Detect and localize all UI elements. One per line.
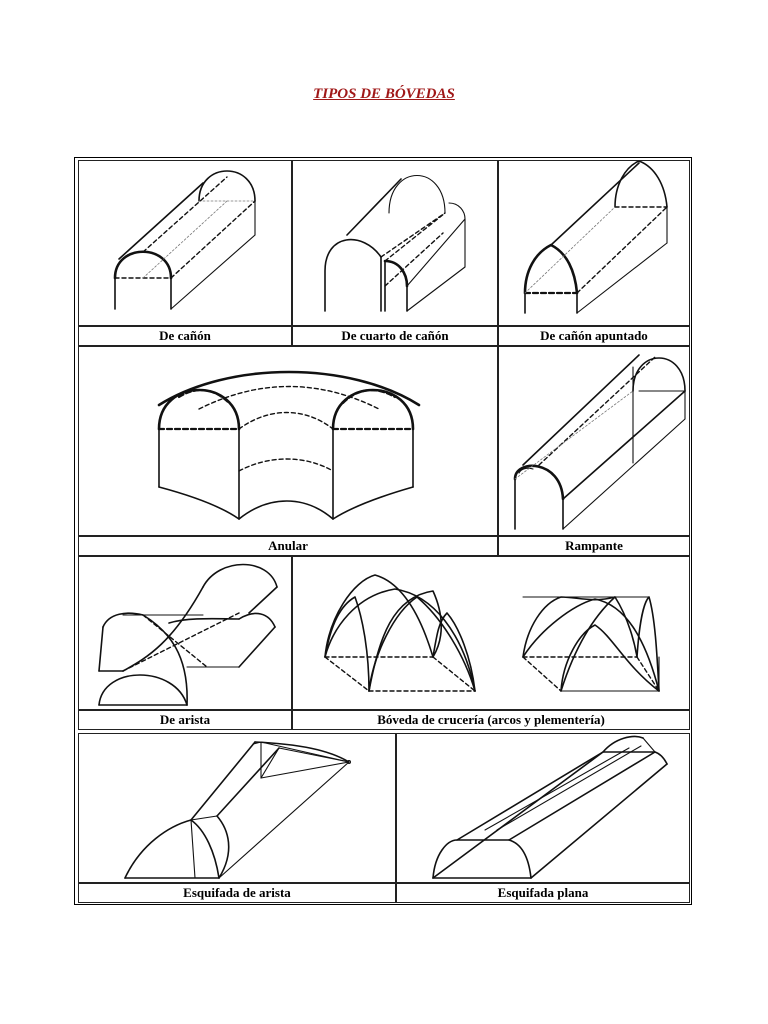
drawing-anular <box>78 346 498 536</box>
label-de-cuarto-de-canon: De cuarto de cañón <box>292 326 498 346</box>
label-de-arista: De arista <box>78 710 292 730</box>
label-anular: Anular <box>78 536 498 556</box>
drawing-de-canon-apuntado <box>498 160 690 326</box>
label-esquifada-plana: Esquifada plana <box>396 883 690 903</box>
label-rampante: Rampante <box>498 536 690 556</box>
drawing-esquifada-de-arista <box>78 733 396 883</box>
vault-types-table <box>74 157 692 905</box>
drawing-rampante <box>498 346 690 536</box>
drawing-boveda-de-cruceria <box>292 556 690 710</box>
page-title: TIPOS DE BÓVEDAS <box>313 86 455 102</box>
label-de-canon-apuntado: De cañón apuntado <box>498 326 690 346</box>
label-esquifada-de-arista: Esquifada de arista <box>78 883 396 903</box>
label-de-canon: De cañón <box>78 326 292 346</box>
label-boveda-de-cruceria: Bóveda de crucería (arcos y plementería) <box>292 710 690 730</box>
drawing-esquifada-plana <box>396 733 690 883</box>
drawing-de-arista <box>78 556 292 710</box>
drawing-de-cuarto-de-canon <box>292 160 498 326</box>
drawing-de-canon <box>78 160 292 326</box>
